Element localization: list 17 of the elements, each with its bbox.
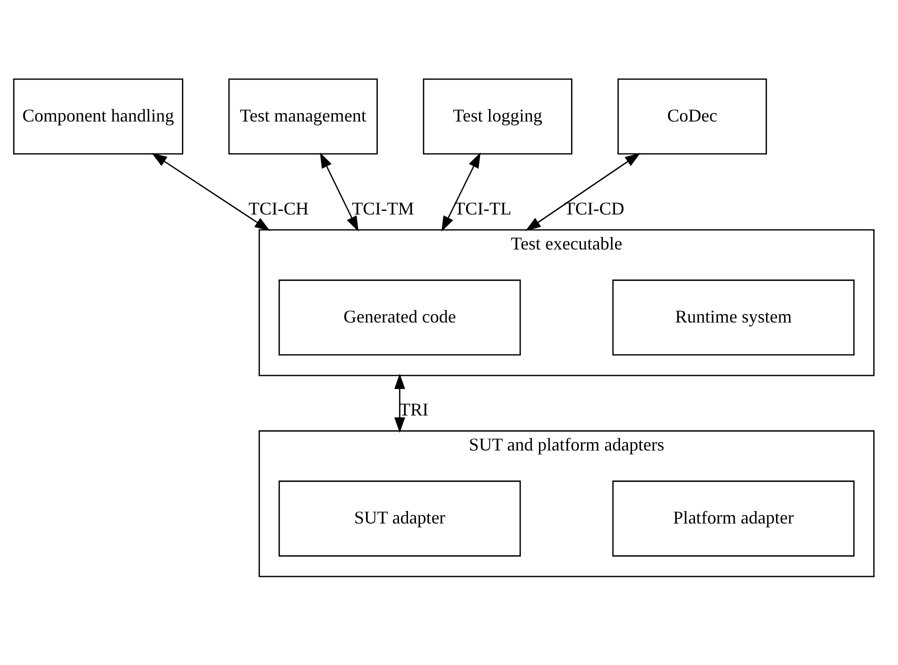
node-box: Component handling bbox=[13, 78, 184, 154]
arrow bbox=[394, 373, 406, 432]
node-box: Generated code bbox=[278, 279, 521, 356]
edge-label: TCI-CH bbox=[248, 198, 309, 218]
node-box: CoDec bbox=[617, 78, 767, 154]
arrow bbox=[525, 152, 641, 231]
arrow bbox=[320, 152, 359, 232]
node-box: SUT adapter bbox=[278, 480, 521, 556]
node-box: Runtime system bbox=[612, 279, 855, 356]
node-box: Platform adapter bbox=[612, 480, 855, 556]
node-box: Test logging bbox=[422, 78, 572, 154]
edge-label: TCI-CD bbox=[564, 198, 624, 218]
node-box: Test management bbox=[228, 78, 378, 154]
edge-label: TCI-TM bbox=[352, 198, 414, 218]
edge-label: TCI-TL bbox=[454, 198, 512, 218]
arrow bbox=[441, 152, 481, 232]
arrow bbox=[152, 152, 270, 230]
